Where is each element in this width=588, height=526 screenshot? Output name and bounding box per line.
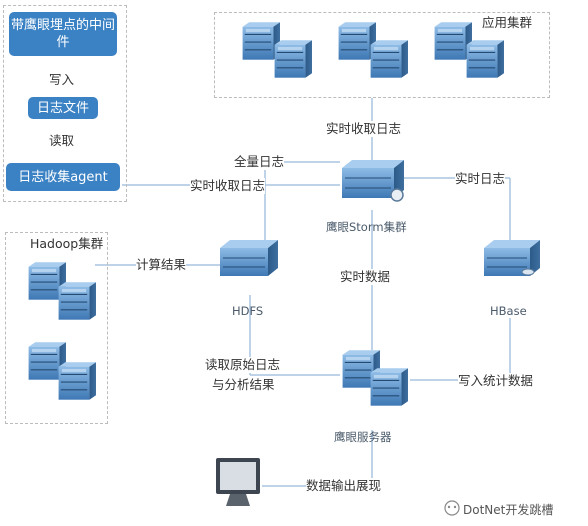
edge-label-realtime-collect-left: 实时收取日志 (190, 178, 266, 194)
edge-label-data-output: 数据输出展现 (306, 478, 382, 494)
storm-cluster-label: 鹰眼Storm集群 (326, 220, 407, 234)
monitor-icon (216, 458, 260, 506)
server-rack-icon (370, 368, 408, 406)
hadoop-cluster-label: Hadoop集群 (30, 236, 104, 251)
edge-label-realtime-collect-top: 实时收取日志 (326, 121, 402, 137)
write-step-label: 写入 (49, 72, 75, 88)
middleware-box: 带鹰眼埋点的中间件 (9, 12, 117, 56)
database-icon (521, 268, 535, 276)
middleware-container (3, 5, 127, 202)
log-file-box: 日志文件 (28, 97, 98, 119)
edge-label-compute-result: 计算结果 (136, 257, 187, 273)
edge-label-read-raw-1: 读取原始日志 (205, 357, 281, 373)
hdfs-node (220, 240, 278, 276)
edge-label-realtime-data: 实时数据 (340, 269, 391, 285)
read-step-label: 读取 (49, 133, 75, 149)
edge-label-read-raw-2: 与分析结果 (212, 377, 275, 393)
edge-label-realtime-log: 实时日志 (455, 171, 506, 187)
log-collector-box: 日志收集agent (6, 163, 120, 191)
eagle-server-racks (342, 350, 408, 406)
hbase-label: HBase (490, 304, 527, 318)
app-cluster-container (214, 12, 550, 98)
edge-label-full-log: 全量日志 (234, 154, 285, 170)
hbase-node (484, 240, 540, 276)
app-cluster-label: 应用集群 (482, 15, 533, 30)
watermark: DotNet开发跳槽 (463, 503, 554, 517)
eagle-server-label: 鹰眼服务器 (334, 430, 392, 444)
storm-cluster-node (342, 160, 404, 202)
connector-lines (95, 98, 511, 487)
storm-gear-icon (390, 188, 404, 202)
wechat-icon (444, 500, 460, 516)
hadoop-cluster-container (5, 232, 108, 424)
edge-label-write-stats: 写入统计数据 (458, 373, 534, 389)
hdfs-label: HDFS (232, 304, 264, 318)
